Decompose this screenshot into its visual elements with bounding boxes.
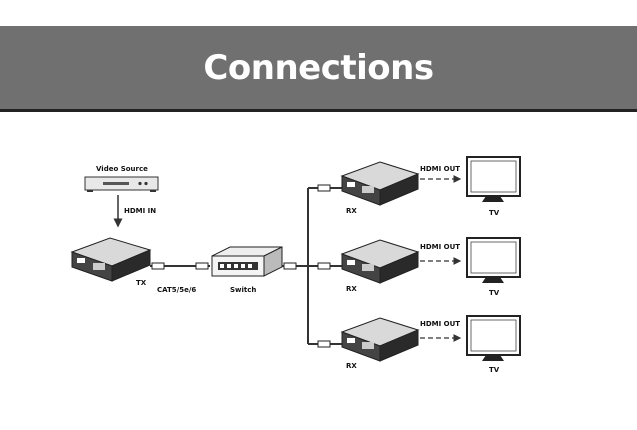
hdmi-out-label-2: HDMI OUT	[420, 243, 461, 251]
tx-device-icon	[70, 237, 152, 282]
connection-diagram: Video Source HDMI IN TX CAT5/5e/6 Switch…	[0, 115, 637, 430]
tv-label-1: TV	[489, 209, 500, 217]
tv-icon-2	[466, 237, 521, 283]
rx-device-icon-2	[340, 239, 420, 284]
hdmi-in-label: HDMI IN	[124, 207, 157, 215]
hdmi-out-label-3: HDMI OUT	[420, 320, 461, 328]
network-switch-icon	[211, 246, 283, 277]
cable-label: CAT5/5e/6	[157, 286, 197, 294]
tv-label-2: TV	[489, 289, 500, 297]
rx-label-2: RX	[346, 285, 357, 293]
diagram-graphics	[70, 156, 521, 362]
video-source-label: Video Source	[96, 165, 148, 173]
cat-cable-tx	[150, 262, 210, 270]
tv-label-3: TV	[489, 366, 500, 374]
rx-device-icon-1	[340, 161, 420, 206]
hdmi-out-label-1: HDMI OUT	[420, 165, 461, 173]
tv-icon-1	[466, 156, 521, 202]
header-banner: Connections	[0, 26, 637, 112]
switch-label: Switch	[230, 286, 257, 294]
top-margin	[0, 0, 637, 26]
video-source-device	[84, 176, 159, 192]
cat-cable-switch	[282, 262, 342, 270]
page-title: Connections	[203, 48, 434, 88]
rx-label-1: RX	[346, 207, 357, 215]
rx-label-3: RX	[346, 362, 357, 370]
tv-icon-3	[466, 315, 521, 361]
tx-label: TX	[136, 279, 147, 287]
rx-device-icon-3	[340, 317, 420, 362]
